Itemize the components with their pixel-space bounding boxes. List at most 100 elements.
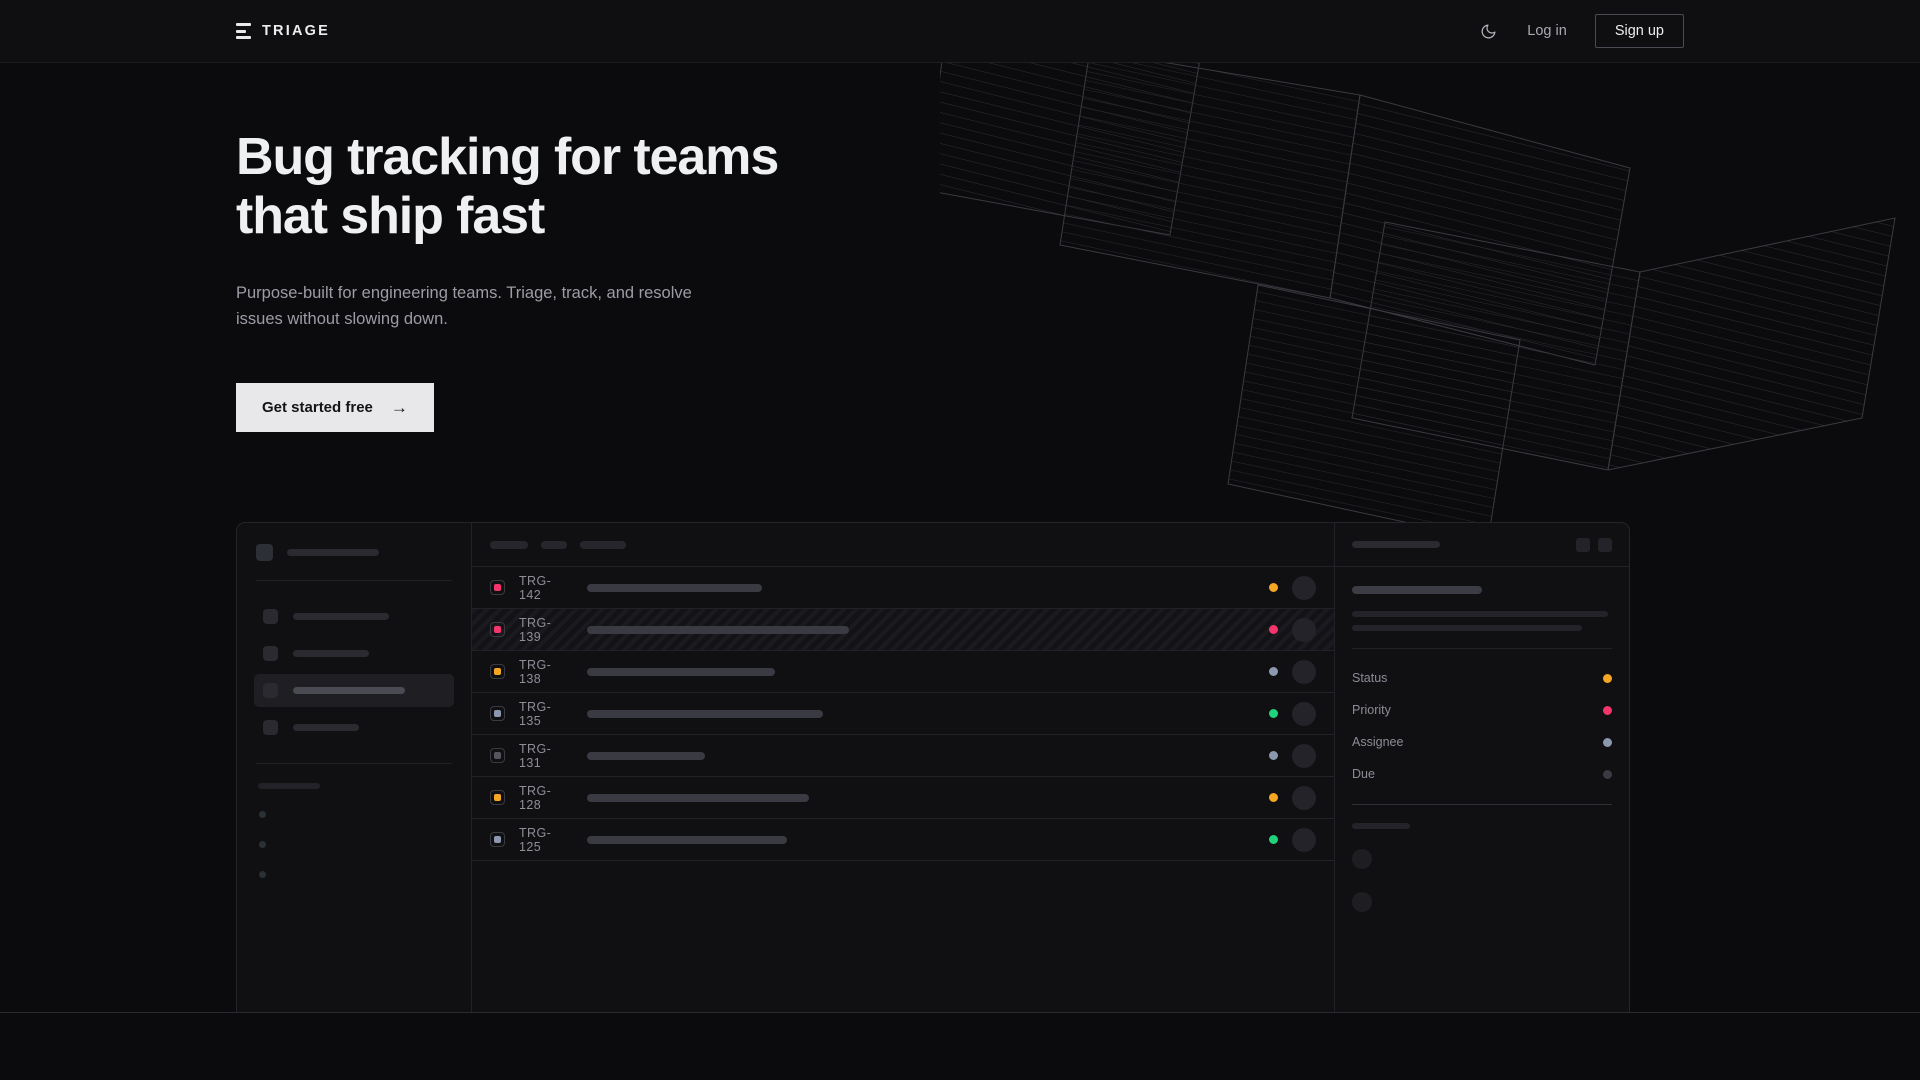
sidebar-project-dot-2[interactable] xyxy=(259,871,266,878)
avatar[interactable] xyxy=(1292,617,1316,642)
field-label: Assignee xyxy=(1352,735,1404,749)
field-label: Due xyxy=(1352,767,1375,781)
moon-icon[interactable] xyxy=(1477,20,1499,42)
sidebar-nav-item-0[interactable] xyxy=(254,600,454,633)
toolbar-control-0[interactable] xyxy=(490,540,528,549)
detail-title-placeholder xyxy=(1352,541,1440,548)
detail-field-due[interactable]: Due xyxy=(1352,758,1612,790)
status-dot[interactable] xyxy=(1269,709,1278,718)
detail-header-button-1[interactable] xyxy=(1598,537,1612,552)
brand-name: TRIAGE xyxy=(262,23,330,39)
issue-id: TRG-135 xyxy=(519,699,552,728)
issue-list-toolbar xyxy=(472,523,1334,567)
status-dot[interactable] xyxy=(1269,793,1278,802)
sidebar-section-label xyxy=(258,783,320,789)
detail-issue-title xyxy=(1352,586,1482,594)
avatar[interactable] xyxy=(1292,743,1316,768)
issue-id: TRG-131 xyxy=(519,741,552,770)
issue-id: TRG-142 xyxy=(519,573,552,602)
issue-row[interactable]: TRG-142 xyxy=(472,567,1334,609)
sidebar-nav-item-2[interactable] xyxy=(254,674,454,707)
description-line-0 xyxy=(1352,611,1608,617)
field-value-dot[interactable] xyxy=(1603,769,1612,779)
cta-label: Get started free xyxy=(262,398,373,416)
avatar[interactable] xyxy=(1292,659,1316,684)
description-line-1 xyxy=(1352,625,1582,631)
brand-logo[interactable]: TRIAGE xyxy=(236,23,330,39)
nav-item-icon xyxy=(263,720,278,735)
priority-icon[interactable] xyxy=(490,664,505,679)
detail-field-assignee[interactable]: Assignee xyxy=(1352,726,1612,758)
priority-icon[interactable] xyxy=(490,580,505,595)
issue-row[interactable]: TRG-128 xyxy=(472,777,1334,819)
issue-title-placeholder xyxy=(587,667,775,676)
activity-avatars xyxy=(1352,849,1612,912)
field-value-dot[interactable] xyxy=(1603,737,1612,747)
avatar[interactable] xyxy=(1292,785,1316,810)
issue-row[interactable]: TRG-135 xyxy=(472,693,1334,735)
avatar[interactable] xyxy=(1292,575,1316,600)
signup-button[interactable]: Sign up xyxy=(1594,14,1684,48)
nav-item-icon xyxy=(263,609,278,624)
field-value-dot[interactable] xyxy=(1603,705,1612,715)
sidebar-nav-item-3[interactable] xyxy=(254,711,454,744)
priority-icon[interactable] xyxy=(490,706,505,721)
status-dot[interactable] xyxy=(1269,667,1278,676)
sidebar-divider xyxy=(256,580,452,581)
priority-icon[interactable] xyxy=(490,832,505,847)
page-title: Bug tracking for teams that ship fast xyxy=(236,128,876,246)
mockup-sidebar-logo xyxy=(254,544,454,561)
workspace-name-placeholder xyxy=(287,549,379,556)
issue-row[interactable]: TRG-139 xyxy=(472,609,1334,651)
field-value-dot[interactable] xyxy=(1603,673,1612,683)
login-link[interactable]: Log in xyxy=(1527,23,1567,39)
priority-icon[interactable] xyxy=(490,748,505,763)
field-label: Priority xyxy=(1352,703,1391,717)
sidebar-project-dot-1[interactable] xyxy=(259,841,266,848)
avatar[interactable] xyxy=(1292,827,1316,852)
issue-title-placeholder xyxy=(587,583,762,592)
status-dot[interactable] xyxy=(1269,583,1278,592)
activity-avatar-1[interactable] xyxy=(1352,892,1372,912)
avatar[interactable] xyxy=(1292,701,1316,726)
detail-field-priority[interactable]: Priority xyxy=(1352,694,1612,726)
sidebar-project-dots xyxy=(254,811,454,878)
status-dot[interactable] xyxy=(1269,625,1278,634)
detail-divider-2 xyxy=(1352,804,1612,805)
detail-field-status[interactable]: Status xyxy=(1352,662,1612,694)
sidebar-project-dot-0[interactable] xyxy=(259,811,266,818)
detail-header-button-0[interactable] xyxy=(1576,537,1590,552)
status-dot[interactable] xyxy=(1269,751,1278,760)
issue-id: TRG-138 xyxy=(519,657,552,686)
status-dot[interactable] xyxy=(1269,835,1278,844)
issue-row[interactable]: TRG-138 xyxy=(472,651,1334,693)
mockup-sidebar xyxy=(237,523,472,1012)
issue-title-placeholder xyxy=(587,793,809,802)
hero-subheading: Purpose-built for engineering teams. Tri… xyxy=(236,283,692,329)
sidebar-nav-item-1[interactable] xyxy=(254,637,454,670)
stacked-bars-logo-icon xyxy=(236,23,251,39)
toolbar-control-1[interactable] xyxy=(541,540,567,549)
activity-avatar-0[interactable] xyxy=(1352,849,1372,869)
issue-id: TRG-125 xyxy=(519,825,552,854)
issue-row[interactable]: TRG-125 xyxy=(472,819,1334,861)
priority-icon[interactable] xyxy=(490,622,505,637)
issue-title-placeholder xyxy=(587,751,705,760)
arrow-right-icon: → xyxy=(390,397,408,417)
toolbar-control-2[interactable] xyxy=(580,540,626,549)
nav-item-label-placeholder xyxy=(293,687,405,694)
priority-icon[interactable] xyxy=(490,790,505,805)
app-icon xyxy=(256,544,273,561)
activity-section-label xyxy=(1352,823,1410,829)
nav-item-label-placeholder xyxy=(293,650,369,657)
issue-title-placeholder xyxy=(587,625,849,634)
issue-title-placeholder xyxy=(587,709,823,718)
get-started-button[interactable]: Get started free → xyxy=(236,382,434,432)
nav-item-icon xyxy=(263,683,278,698)
issue-row[interactable]: TRG-131 xyxy=(472,735,1334,777)
heading-line-1: Bug tracking for teams xyxy=(236,128,779,186)
